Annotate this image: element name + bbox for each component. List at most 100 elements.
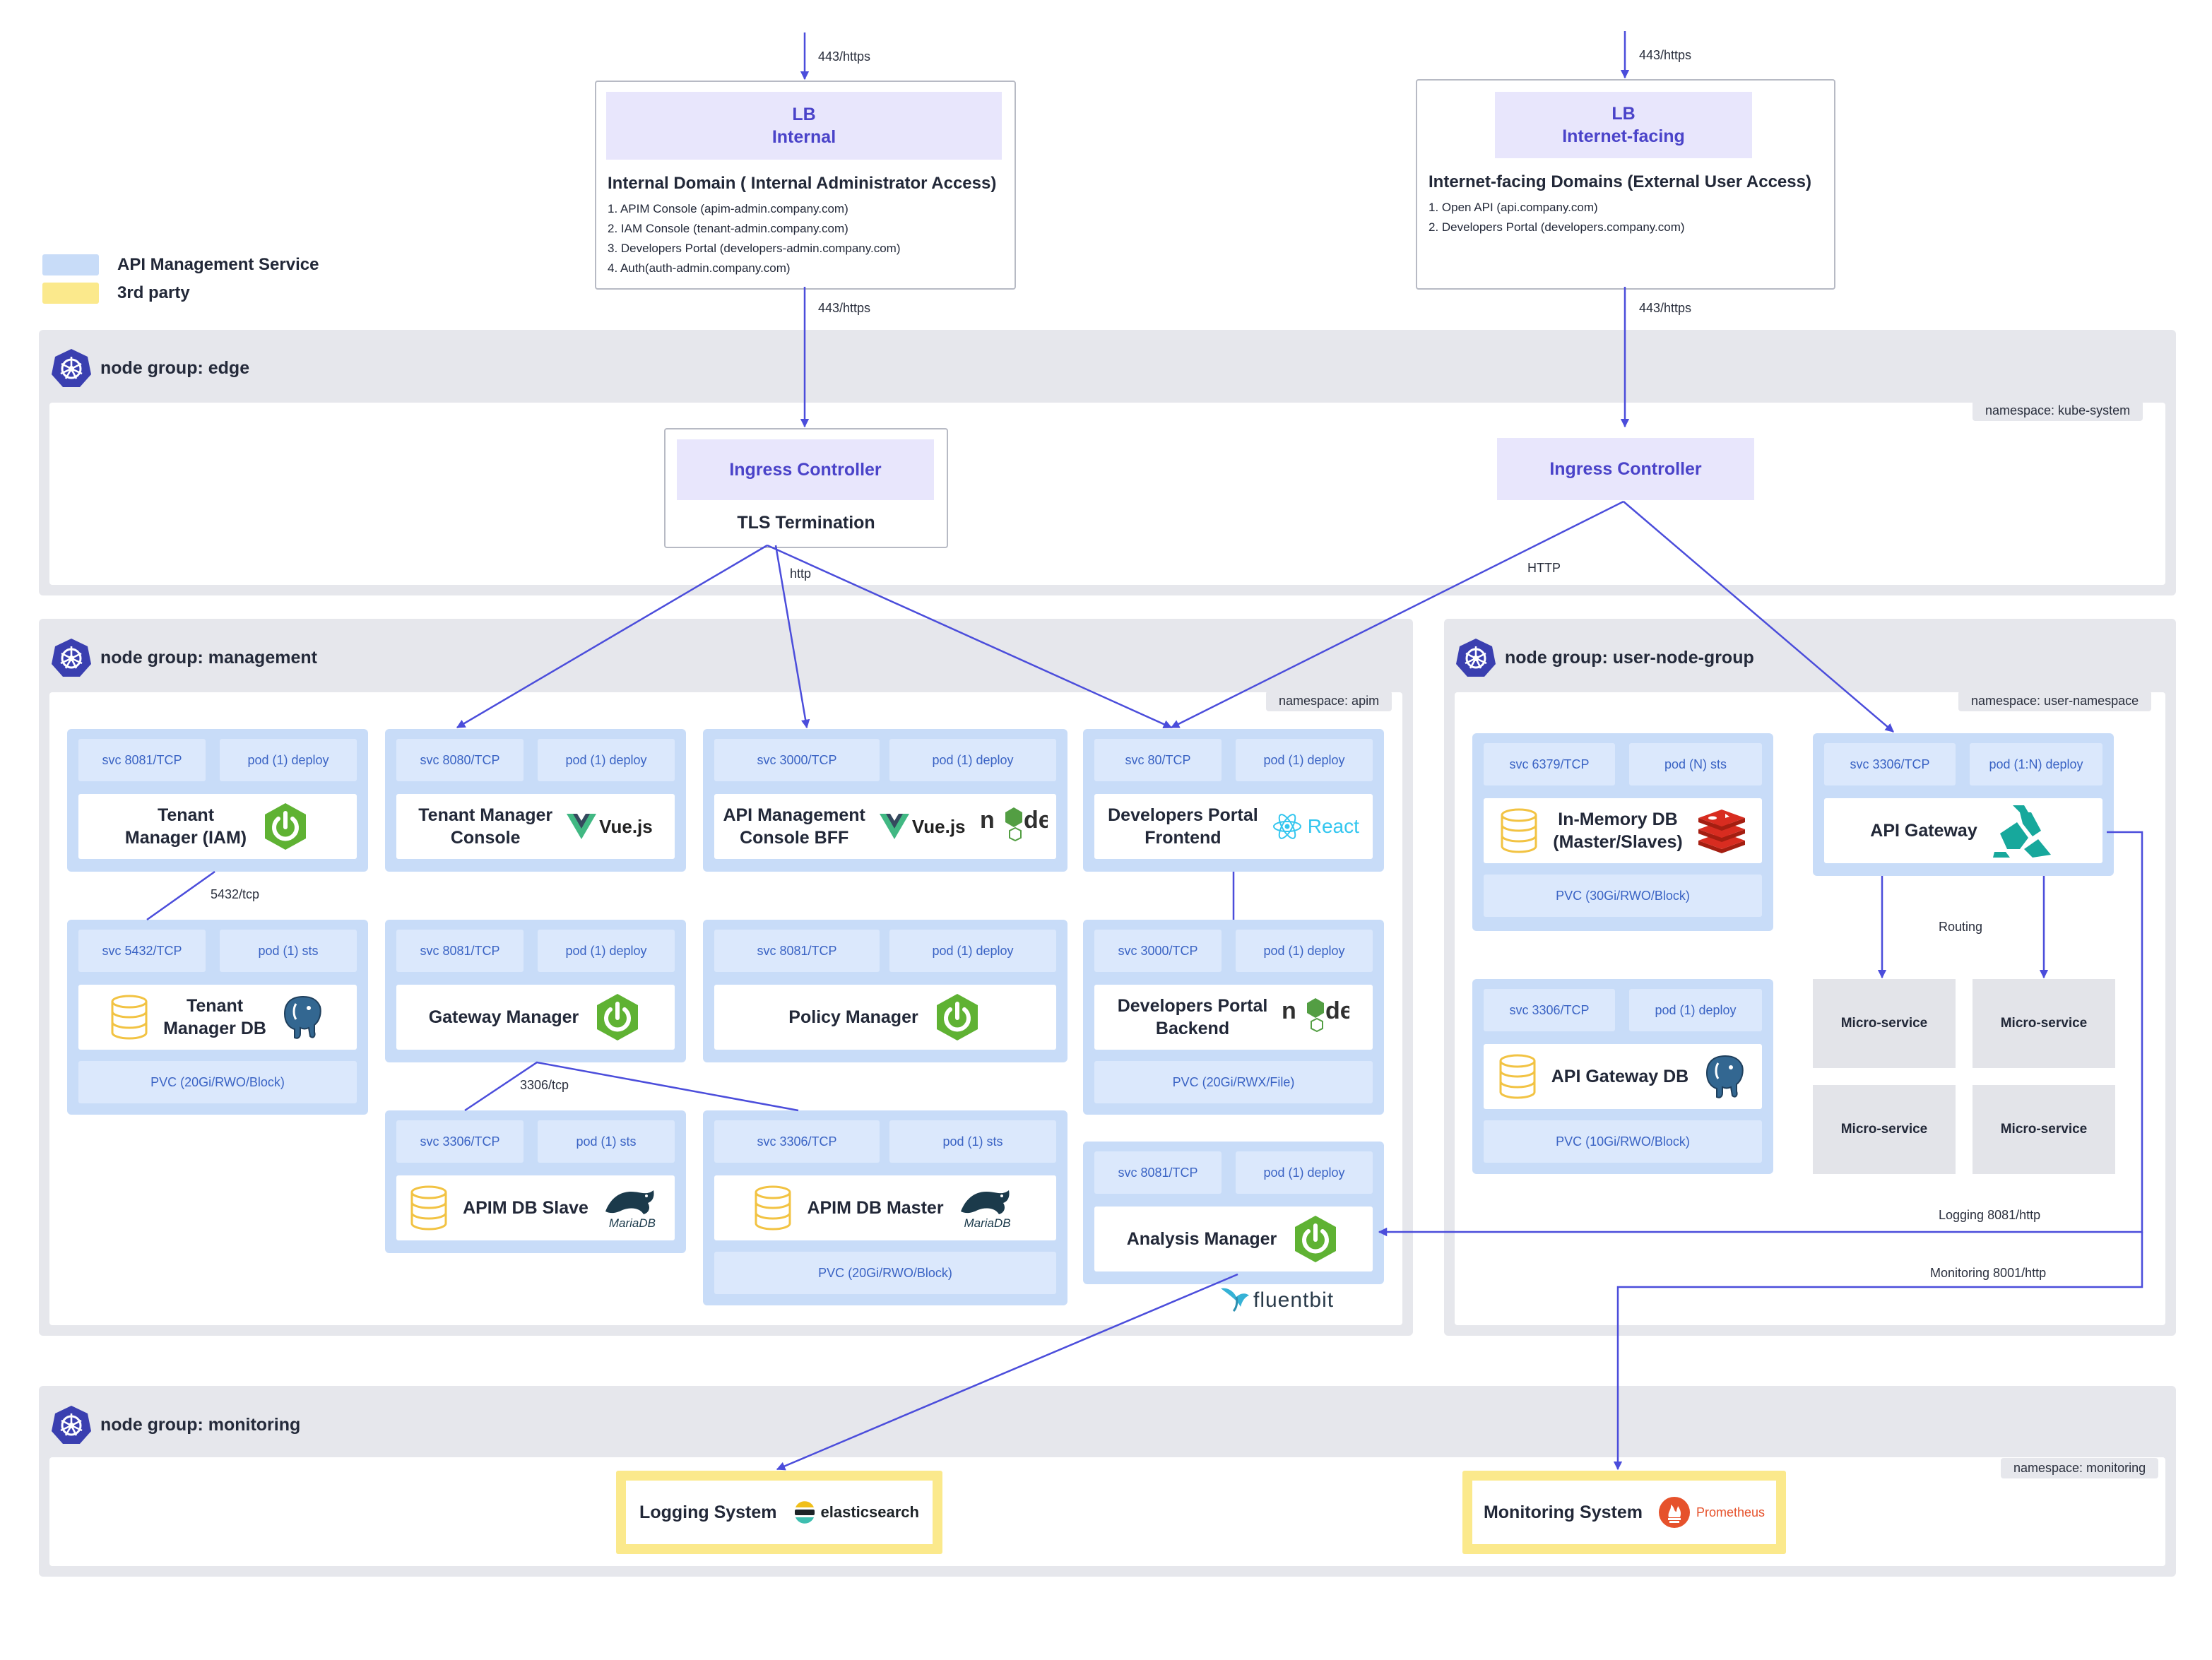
redis-icon (1698, 810, 1745, 853)
pod-chip: pod (N) sts (1629, 743, 1762, 785)
tls-termination-label: TLS Termination (737, 513, 875, 533)
vuejs-logo: Vue.js (879, 814, 966, 839)
service-body: Tenant Manager DB (78, 985, 357, 1050)
pod-chip: pod (1) deploy (889, 930, 1056, 972)
service-name: Policy Manager (788, 1007, 918, 1027)
domain-item: 3. Developers Portal (developers-admin.c… (608, 242, 901, 255)
service-name: API Management Console BFF (723, 805, 865, 848)
spring-icon (1295, 1216, 1337, 1262)
pvc-chip: PVC (20Gi/RWX/File) (1094, 1061, 1373, 1103)
svc-chip: svc 3306/TCP (1484, 989, 1615, 1031)
legend-third-party: 3rd party (42, 283, 190, 304)
card-api-gateway-db[interactable]: svc 3306/TCP pod (1) deploy API Gateway … (1472, 979, 1773, 1174)
node-group-monitoring-title: node group: monitoring (51, 1404, 300, 1445)
spring-icon (936, 994, 978, 1041)
legend-swatch-service (42, 254, 99, 275)
domain-item: 2. IAM Console (tenant-admin.company.com… (608, 222, 848, 235)
node-group-edge-title: node group: edge (51, 348, 249, 389)
svg-text:de: de (1024, 807, 1048, 834)
card-api-gateway[interactable]: svc 3306/TCP pod (1:N) deploy API Gatewa… (1813, 733, 2114, 876)
svg-text:n: n (980, 807, 995, 834)
card-analysis-manager[interactable]: svc 8081/TCP pod (1) deploy Analysis Man… (1083, 1142, 1384, 1284)
legend-label: API Management Service (117, 255, 319, 274)
card-tenant-manager-db[interactable]: svc 5432/TCP pod (1) sts Tenant Manager … (67, 920, 368, 1115)
service-name: Developers Portal Frontend (1108, 805, 1258, 848)
monitoring-system-label: Monitoring System (1483, 1502, 1643, 1522)
card-apim-db-slave[interactable]: svc 3306/TCP pod (1) sts APIM DB Slave M… (385, 1110, 686, 1253)
svc-chip: svc 3000/TCP (714, 739, 880, 781)
card-policy-manager[interactable]: svc 8081/TCP pod (1) deploy Policy Manag… (703, 920, 1067, 1062)
namespace-tag-user: namespace: user-namespace (1958, 691, 2152, 711)
micro-service-box[interactable]: Micro-service (1973, 979, 2115, 1068)
lb-internet-title: Internet-facing Domains (External User A… (1429, 172, 1811, 191)
svc-chip: svc 5432/TCP (78, 930, 206, 972)
react-wordmark: React (1307, 815, 1359, 837)
logging-system-body: Logging System elasticsearch (626, 1481, 933, 1544)
pod-chip: pod (1) deploy (1236, 739, 1373, 781)
card-tenant-manager-console[interactable]: svc 8080/TCP pod (1) deploy Tenant Manag… (385, 729, 686, 872)
micro-service-box[interactable]: Micro-service (1813, 979, 1956, 1068)
database-icon (1499, 1054, 1536, 1099)
monitoring-system-box[interactable]: Monitoring System Prometheus (1462, 1471, 1786, 1554)
lb-internal-domain-list: 1. APIM Console (apim-admin.company.com)… (608, 199, 900, 278)
micro-service-box[interactable]: Micro-service (1973, 1085, 2115, 1174)
service-name: Developers Portal Backend (1117, 996, 1268, 1038)
svg-text:de: de (1325, 997, 1349, 1024)
fluentbit-wordmark: fluentbit (1253, 1288, 1335, 1312)
database-icon (410, 1185, 447, 1231)
service-name: Analysis Manager (1126, 1229, 1277, 1249)
connector-label: HTTP (1527, 561, 1561, 575)
card-tenant-manager[interactable]: svc 8081/TCP pod (1) deploy Tenant Manag… (67, 729, 368, 872)
kubernetes-icon (52, 1406, 91, 1444)
card-apim-db-master[interactable]: svc 3306/TCP pod (1) sts APIM DB Master … (703, 1110, 1067, 1305)
ingress-internal-box: Ingress Controller TLS Termination (664, 428, 948, 548)
pvc-chip: PVC (10Gi/RWO/Block) (1484, 1120, 1762, 1163)
pod-chip: pod (1) deploy (1236, 1151, 1373, 1194)
connector-label: Logging 8081/http (1939, 1208, 2041, 1222)
card-dev-portal-backend[interactable]: svc 3000/TCP pod (1) deploy Developers P… (1083, 920, 1384, 1115)
namespace-tag-monitoring: namespace: monitoring (2001, 1458, 2159, 1478)
svc-chip: svc 3306/TCP (396, 1120, 524, 1163)
service-name: Tenant Manager DB (163, 996, 266, 1038)
service-body: In-Memory DB (Master/Slaves) (1484, 798, 1762, 863)
domain-item: 1. APIM Console (apim-admin.company.com) (608, 202, 848, 215)
vuejs-wordmark: Vue.js (599, 815, 653, 837)
card-inmemory-db[interactable]: svc 6379/TCP pod (N) sts In-Memory DB (M… (1472, 733, 1773, 931)
prometheus-logo: Prometheus (1658, 1496, 1765, 1529)
service-name: Tenant Manager (IAM) (124, 805, 247, 848)
svc-chip: svc 3000/TCP (1094, 930, 1222, 972)
service-name: Gateway Manager (428, 1007, 579, 1027)
spring-icon (265, 803, 307, 850)
connector-label: 443/https (818, 49, 871, 64)
node-group-management-label: node group: management (100, 647, 317, 668)
service-body: Tenant Manager Console Vue.js (396, 794, 675, 859)
node-group-user-title: node group: user-node-group (1455, 637, 1754, 678)
node-group-edge-label: node group: edge (100, 357, 250, 378)
connector-label: Monitoring 8001/http (1930, 1266, 2047, 1280)
kubernetes-icon (52, 349, 91, 387)
fluentbit-logo: fluentbit (1219, 1284, 1334, 1312)
mariadb-logo: MariaDB (603, 1186, 662, 1230)
domain-item: 2. Developers Portal (developers.company… (1429, 220, 1685, 234)
service-name: Tenant Manager Console (418, 805, 553, 848)
service-body: API Gateway DB (1484, 1044, 1762, 1109)
lb-internal-header: LB Internal (606, 92, 1002, 160)
legend-label: 3rd party (117, 283, 190, 302)
card-dev-portal-frontend[interactable]: svc 80/TCP pod (1) deploy Developers Por… (1083, 729, 1384, 872)
logging-system-box[interactable]: Logging System elasticsearch (616, 1471, 942, 1554)
svc-chip: svc 6379/TCP (1484, 743, 1615, 785)
lb-type-label: Internal (771, 127, 836, 147)
node-group-management-title: node group: management (51, 637, 317, 678)
node-group-user-label: node group: user-node-group (1505, 647, 1754, 668)
elasticsearch-logo: elasticsearch (793, 1500, 919, 1524)
mariadb-wordmark: MariaDB (964, 1216, 1011, 1230)
service-body: API Management Console BFF Vue.js n de (714, 794, 1056, 859)
lb-type-label: Internet-facing (1562, 126, 1685, 146)
pod-chip: pod (1) deploy (220, 739, 357, 781)
micro-service-box[interactable]: Micro-service (1813, 1085, 1956, 1174)
card-apim-console-bff[interactable]: svc 3000/TCP pod (1) deploy API Manageme… (703, 729, 1067, 872)
card-gateway-manager[interactable]: svc 8081/TCP pod (1) deploy Gateway Mana… (385, 920, 686, 1062)
domain-item: 1. Open API (api.company.com) (1429, 201, 1598, 214)
legend-swatch-third-party (42, 283, 99, 304)
